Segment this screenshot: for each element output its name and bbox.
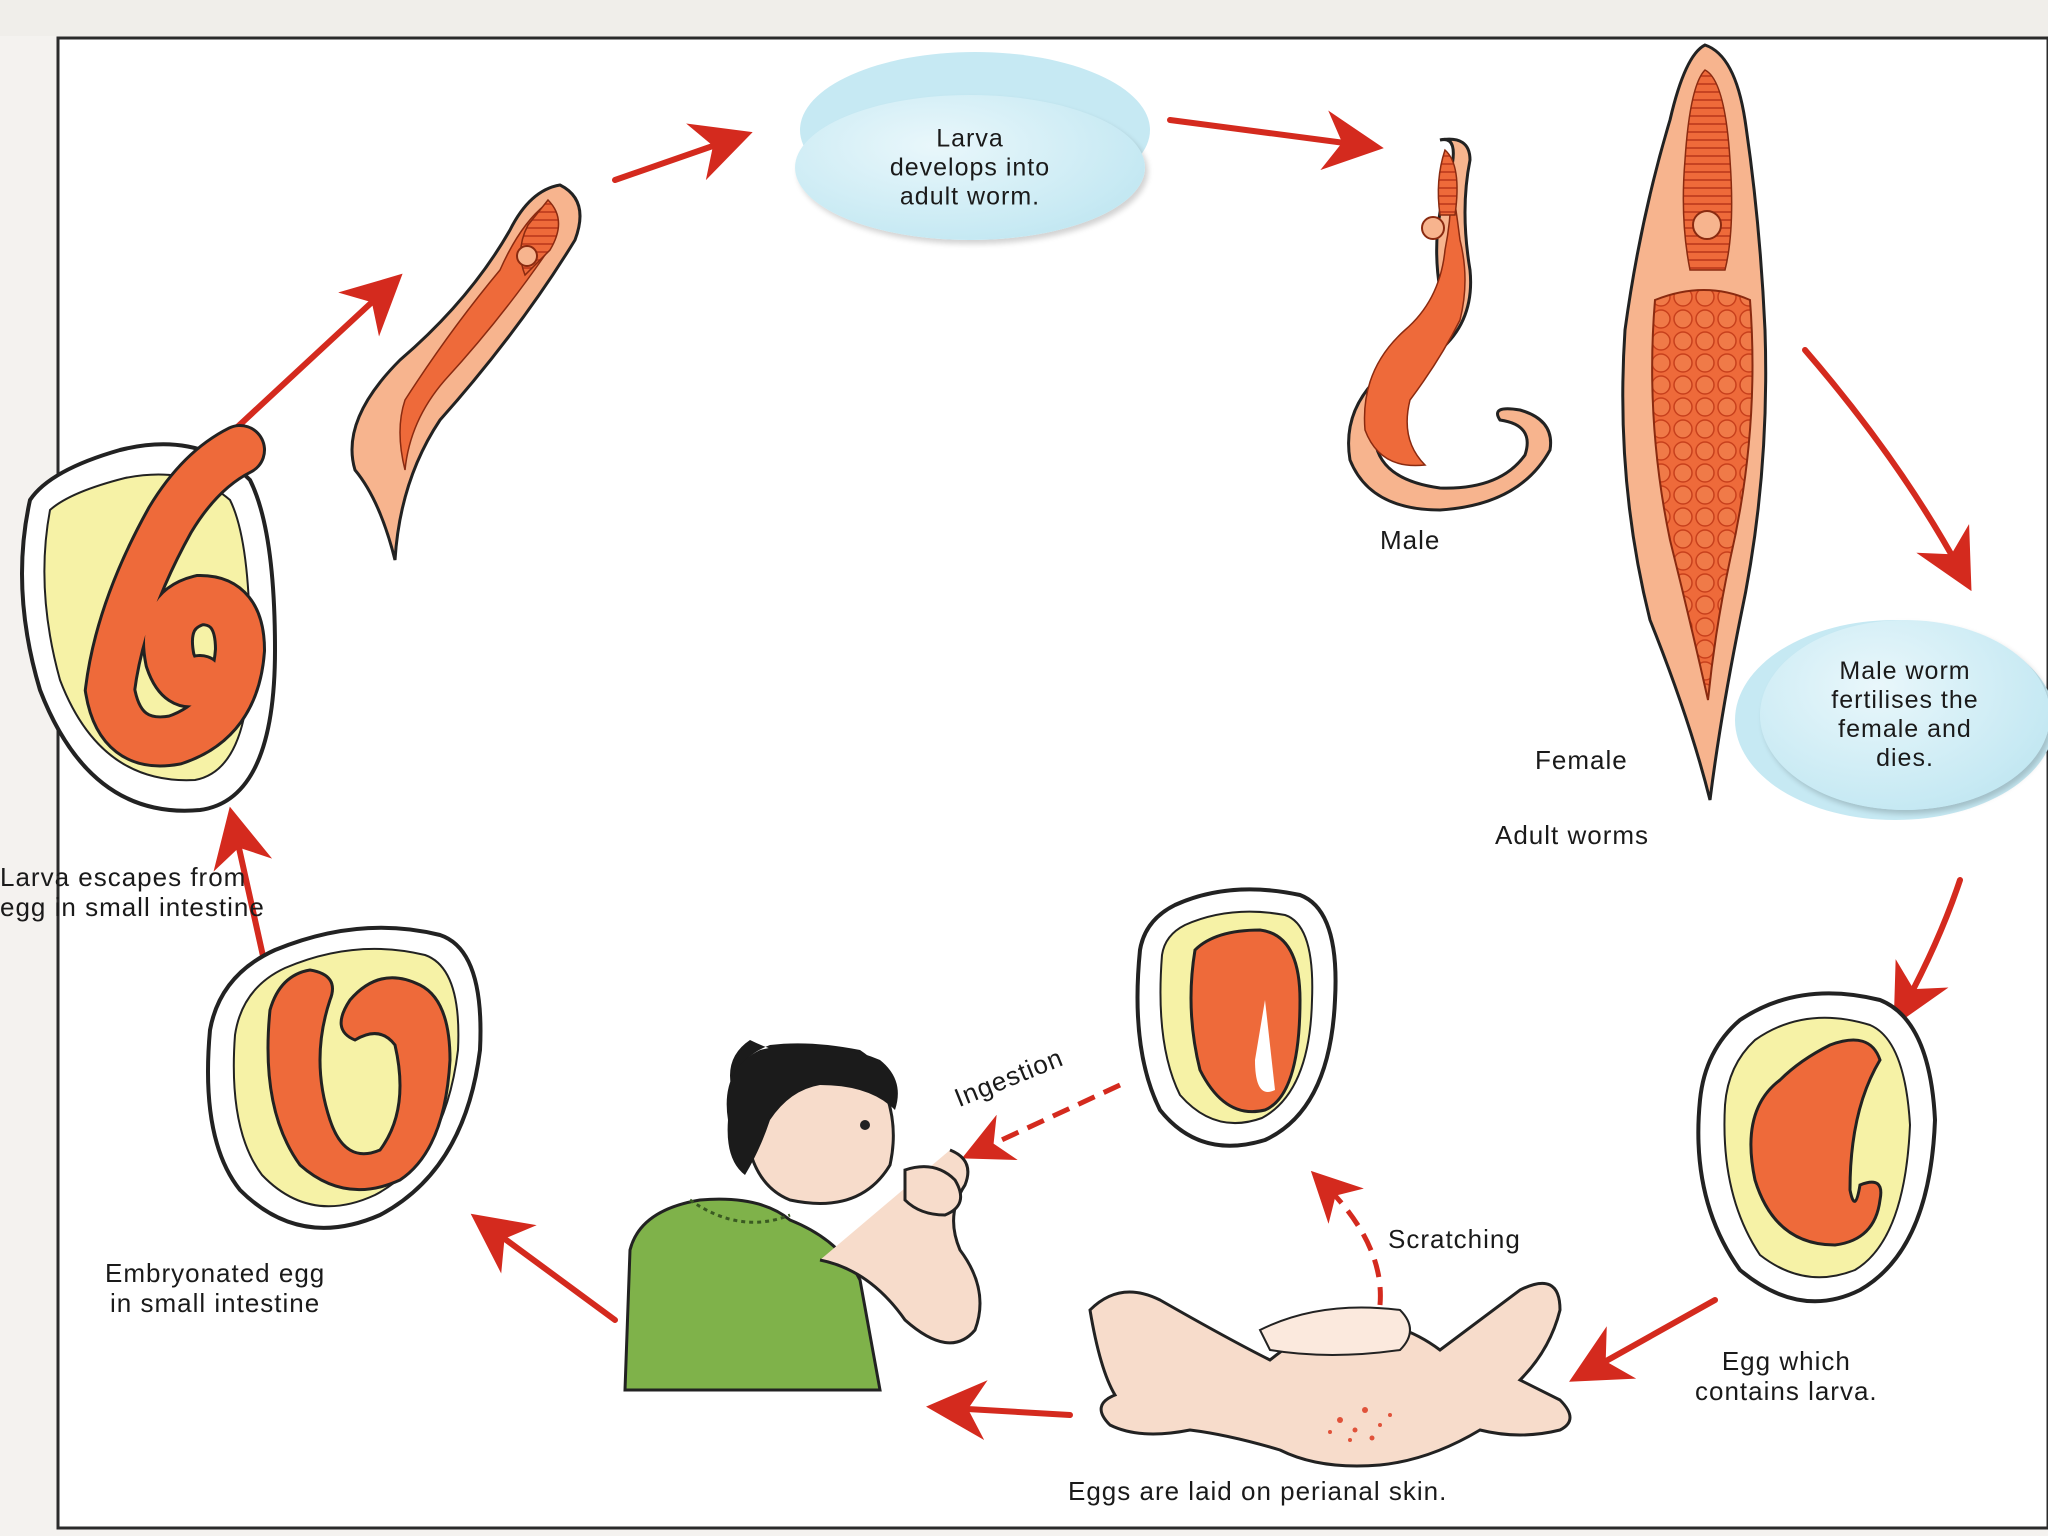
hatching-egg — [20, 424, 278, 813]
ingestion-arrow — [961, 1082, 1122, 1161]
embryonated-egg — [206, 925, 483, 1230]
arrow-boy-to-embryonated — [470, 1213, 618, 1323]
label-larva-escapes: Larva escapes from egg in small intestin… — [0, 862, 265, 922]
cycle-arrows — [213, 110, 1972, 1441]
arrow-egg-to-larva — [229, 273, 403, 435]
bubble-male-fertilises-text: Male worm fertilises the female and dies… — [1831, 657, 1979, 772]
female-worm — [1621, 43, 1768, 801]
bubble-male-fertilises: Male worm fertilises the female and dies… — [1760, 620, 2048, 810]
scratching-arrow — [1310, 1170, 1383, 1306]
boy-illustration — [623, 1040, 982, 1392]
label-embryonated-egg: Embryonated egg in small intestine — [105, 1258, 326, 1318]
bubble-larva-develops: Larva develops into adult worm. — [795, 95, 1145, 240]
male-worm — [1347, 137, 1553, 512]
top-strip — [0, 0, 2048, 36]
label-egg-contains-larva: Egg which contains larva. — [1695, 1346, 1878, 1406]
dashed-arrows — [961, 1082, 1383, 1306]
perianal-illustration — [1088, 1281, 1572, 1468]
arrow-egg-to-perianal — [1569, 1297, 1718, 1382]
label-female: Female — [1535, 745, 1628, 775]
arrow-female-to-bubble — [1802, 347, 1972, 592]
egg-with-larva — [1696, 991, 1938, 1304]
arrow-bubble-to-male — [1167, 110, 1384, 171]
arrow-perianal-to-boy — [926, 1380, 1073, 1441]
label-adult-worms: Adult worms — [1495, 820, 1650, 850]
arrow-larva-to-bubble — [612, 123, 753, 183]
bubble-larva-develops-text: Larva develops into adult worm. — [889, 124, 1051, 210]
egg-scratch — [1135, 887, 1338, 1148]
label-scratching: Scratching — [1388, 1224, 1521, 1254]
label-male: Male — [1380, 525, 1441, 555]
arrow-embryonated-to-escape — [213, 806, 273, 968]
free-larva — [350, 183, 582, 561]
label-eggs-laid: Eggs are laid on perianal skin. — [1068, 1476, 1448, 1506]
arrow-bubble-to-egg — [1893, 877, 1963, 1027]
